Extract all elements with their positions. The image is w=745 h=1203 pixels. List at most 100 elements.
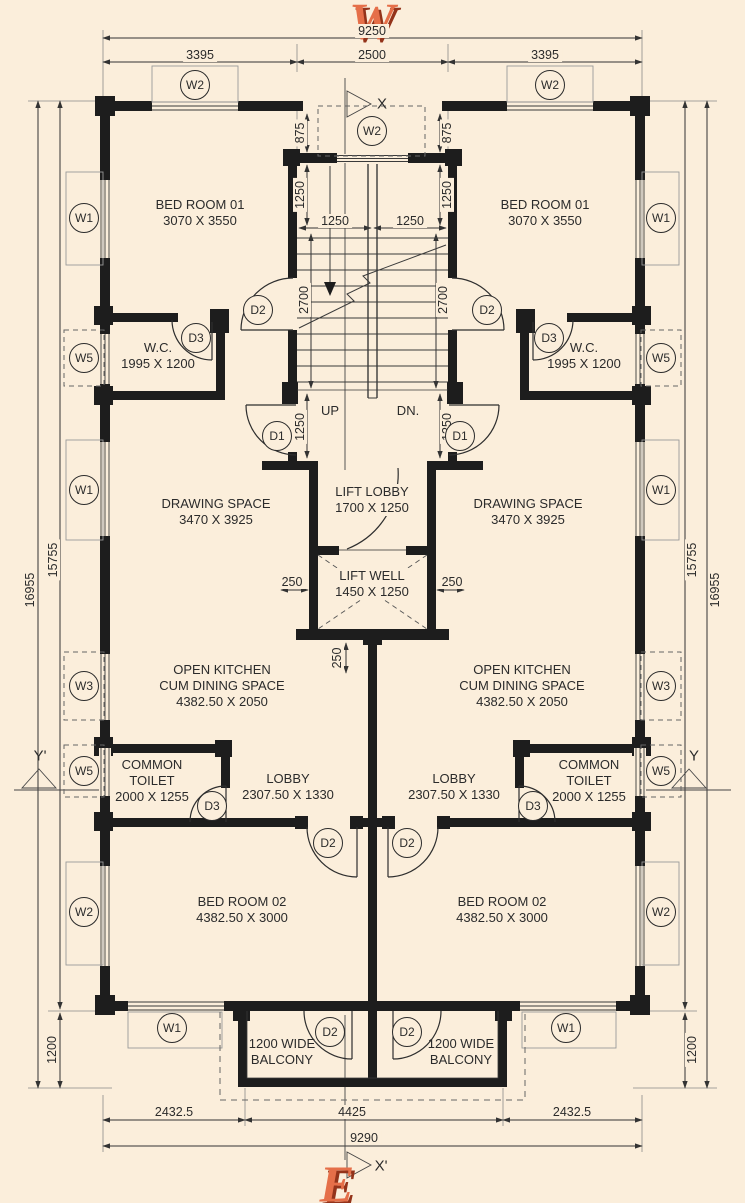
stairs <box>297 164 448 399</box>
window-w2-stair <box>337 154 408 163</box>
dim-bottom-center: 4425 <box>335 1105 369 1119</box>
doors <box>171 277 574 1060</box>
dim-16955-left: 16955 <box>23 569 37 611</box>
tag-d1-left: D1 <box>262 421 292 451</box>
window-w1-left-top <box>99 180 111 258</box>
tag-w5-right-bottom: W5 <box>646 756 676 786</box>
tag-w5-left-bottom: W5 <box>69 756 99 786</box>
tag-d2-bedroom-right: D2 <box>392 828 422 858</box>
walls <box>94 96 651 1087</box>
door-d2-stair-right <box>451 277 505 331</box>
dim-250-bottom: 250 <box>330 644 344 672</box>
tag-w1-right-top: W1 <box>646 203 676 233</box>
tag-d2-stair-left: D2 <box>243 295 273 325</box>
section-marker-y-right: Y <box>688 747 700 765</box>
tag-d2-balcony-left: D2 <box>315 1017 345 1047</box>
window-w2-top-right <box>507 100 593 112</box>
dim-1200-right: 1200 <box>685 1033 699 1067</box>
window-w2-top-left <box>152 100 238 112</box>
tag-w5-left-top: W5 <box>69 343 99 373</box>
stair-label-down: DN. <box>396 403 420 418</box>
window-w3-left <box>99 654 111 720</box>
tag-w1-right-mid: W1 <box>646 475 676 505</box>
windows <box>99 100 646 1012</box>
tag-d2-balcony-right: D2 <box>392 1017 422 1047</box>
dim-bottom-right: 2432.5 <box>549 1105 595 1119</box>
dim-1250-stair-right: 1250 <box>393 214 427 228</box>
dim-250-left: 250 <box>278 575 306 589</box>
dim-875-left: 875 <box>293 119 307 147</box>
tag-w1-bottom-right: W1 <box>551 1013 581 1043</box>
tag-w2-top-left: W2 <box>180 70 210 100</box>
door-d3-wc-left <box>171 319 213 361</box>
compass-east-letter: E <box>319 1156 355 1203</box>
section-marker-y-left: Y' <box>33 747 47 765</box>
tag-w3-right: W3 <box>646 671 676 701</box>
door-d2-bedroom-left <box>306 826 358 878</box>
tag-w2-right: W2 <box>646 897 676 927</box>
door-d2-balcony-left <box>303 1010 353 1060</box>
tag-w2-stair: W2 <box>357 116 387 146</box>
tag-w1-left-mid: W1 <box>69 475 99 505</box>
door-lift <box>339 467 406 551</box>
dimension-lines <box>35 35 710 1149</box>
room-label-wc-right: W.C.1995 X 1200 <box>547 340 621 371</box>
dim-15755-right: 15755 <box>685 539 699 581</box>
dim-1250-upper-left: 1250 <box>293 178 307 212</box>
tag-d3-toilet-right: D3 <box>518 791 548 821</box>
tag-d3-wc-right: D3 <box>534 323 564 353</box>
dim-2700-left: 2700 <box>297 283 311 317</box>
window-w5-right <box>634 334 646 384</box>
balcony-inner-line <box>246 1011 499 1079</box>
door-d1-left <box>245 404 297 456</box>
section-lines <box>14 78 731 1179</box>
window-w1-left-mid <box>99 442 111 536</box>
window-w3-right <box>634 654 646 720</box>
window-w2-right <box>634 866 646 966</box>
balcony-projection <box>219 1012 526 1101</box>
window-w1-bottom-right <box>520 1000 616 1012</box>
dim-1250-landing-left: 1250 <box>293 410 307 444</box>
dim-top-left: 3395 <box>183 48 217 62</box>
stair-label-up: UP <box>320 403 340 418</box>
tag-boxes <box>63 65 682 1049</box>
tag-w5-right-top: W5 <box>646 343 676 373</box>
window-w1-right-top <box>634 180 646 258</box>
door-d3-wc-right <box>532 319 574 361</box>
door-d2-bedroom-right <box>387 826 439 878</box>
dim-top-center: 2500 <box>355 48 389 62</box>
tag-w3-left: W3 <box>69 671 99 701</box>
room-label-wc-left: W.C.1995 X 1200 <box>121 340 195 371</box>
tag-w1-left-top: W1 <box>69 203 99 233</box>
window-w1-right-mid <box>634 442 646 536</box>
dim-1200-left: 1200 <box>45 1033 59 1067</box>
window-w5-left <box>99 334 111 384</box>
dim-bottom-left: 2432.5 <box>151 1105 197 1119</box>
dim-top-right: 3395 <box>528 48 562 62</box>
dim-overall-top: 9250 <box>355 24 389 38</box>
dim-875-right: 875 <box>440 119 454 147</box>
dim-2700-right: 2700 <box>436 283 450 317</box>
window-w1-bottom-left <box>128 1000 224 1012</box>
section-marker-x-prime: X' <box>374 1157 388 1175</box>
tag-w1-bottom-left: W1 <box>157 1013 187 1043</box>
window-w2-left <box>99 866 111 966</box>
dim-overall-bottom: 9290 <box>347 1131 381 1145</box>
dim-1250-stair-left: 1250 <box>318 214 352 228</box>
